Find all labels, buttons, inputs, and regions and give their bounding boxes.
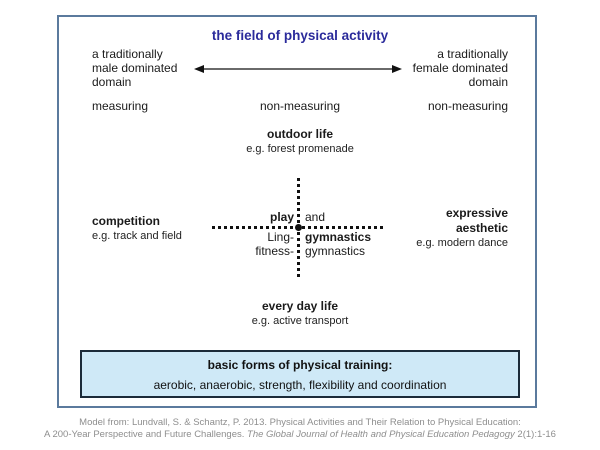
training-box-title: basic forms of physical training: xyxy=(207,358,393,372)
measuring-label-center: non-measuring xyxy=(259,99,341,113)
node-outdoor-life-label: outdoor life xyxy=(267,127,333,141)
cross-label-ling: Ling- xyxy=(267,230,294,244)
node-expressive-label-line1: expressive xyxy=(445,206,508,220)
node-competition-example: e.g. track and field xyxy=(92,230,182,242)
right-domain-line3: domain xyxy=(468,75,508,89)
node-outdoor-life-example: e.g. forest promenade xyxy=(246,143,354,155)
node-outdoor-life: outdoor life e.g. forest promenade xyxy=(0,127,600,157)
citation-line2: A 200-Year Perspective and Future Challe… xyxy=(0,429,600,441)
node-expressive-aesthetic: expressive aesthetic e.g. modern dance xyxy=(416,206,508,251)
node-every-day-life-example: e.g. active transport xyxy=(251,315,349,327)
node-expressive-label-line2: aesthetic xyxy=(455,221,508,235)
node-expressive-example: e.g. modern dance xyxy=(416,237,508,249)
citation-line2-suffix: 2(1):1-16 xyxy=(514,429,556,440)
training-box-content: aerobic, anaerobic, strength, flexibilit… xyxy=(153,378,447,392)
left-domain-line2: male dominated xyxy=(92,61,178,75)
right-domain-line2: female dominated xyxy=(412,61,508,75)
axis-center-dot xyxy=(295,224,302,231)
cross-label-fitness: fitness- xyxy=(255,244,294,258)
cross-label-gymnastics-bold: gymnastics xyxy=(305,230,372,244)
right-domain-label: a traditionally female dominated domain xyxy=(413,47,508,89)
double-headed-arrow-icon xyxy=(193,62,403,76)
cross-labels-left-column: play Ling- fitness- xyxy=(255,210,294,258)
left-domain-line3: domain xyxy=(92,75,132,89)
measuring-label-left: measuring xyxy=(92,99,149,113)
cross-label-and: and xyxy=(305,210,326,224)
left-domain-line1: a traditionally xyxy=(92,47,163,61)
cross-labels-right-column: and gymnastics gymnastics xyxy=(305,210,371,258)
left-domain-label: a traditionally male dominated domain xyxy=(92,47,177,89)
node-every-day-life: every day life e.g. active transport xyxy=(0,299,600,329)
citation: Model from: Lundvall, S. & Schantz, P. 2… xyxy=(0,417,600,441)
node-every-day-life-label: every day life xyxy=(261,299,339,313)
measuring-label-right: non-measuring xyxy=(427,99,508,113)
citation-line2-prefix: A 200-Year Perspective and Future Challe… xyxy=(44,429,248,440)
node-competition-label: competition xyxy=(92,214,160,228)
citation-journal-title: The Global Journal of Health and Physica… xyxy=(247,429,515,440)
cross-label-gymnastics: gymnastics xyxy=(305,244,366,258)
basic-training-box: basic forms of physical training: aerobi… xyxy=(80,350,520,398)
right-domain-line1: a traditionally xyxy=(437,47,508,61)
node-competition: competition e.g. track and field xyxy=(92,214,182,244)
diagram-title: the field of physical activity xyxy=(211,28,389,43)
cross-label-play: play xyxy=(269,210,294,224)
citation-line1: Model from: Lundvall, S. & Schantz, P. 2… xyxy=(79,417,521,428)
